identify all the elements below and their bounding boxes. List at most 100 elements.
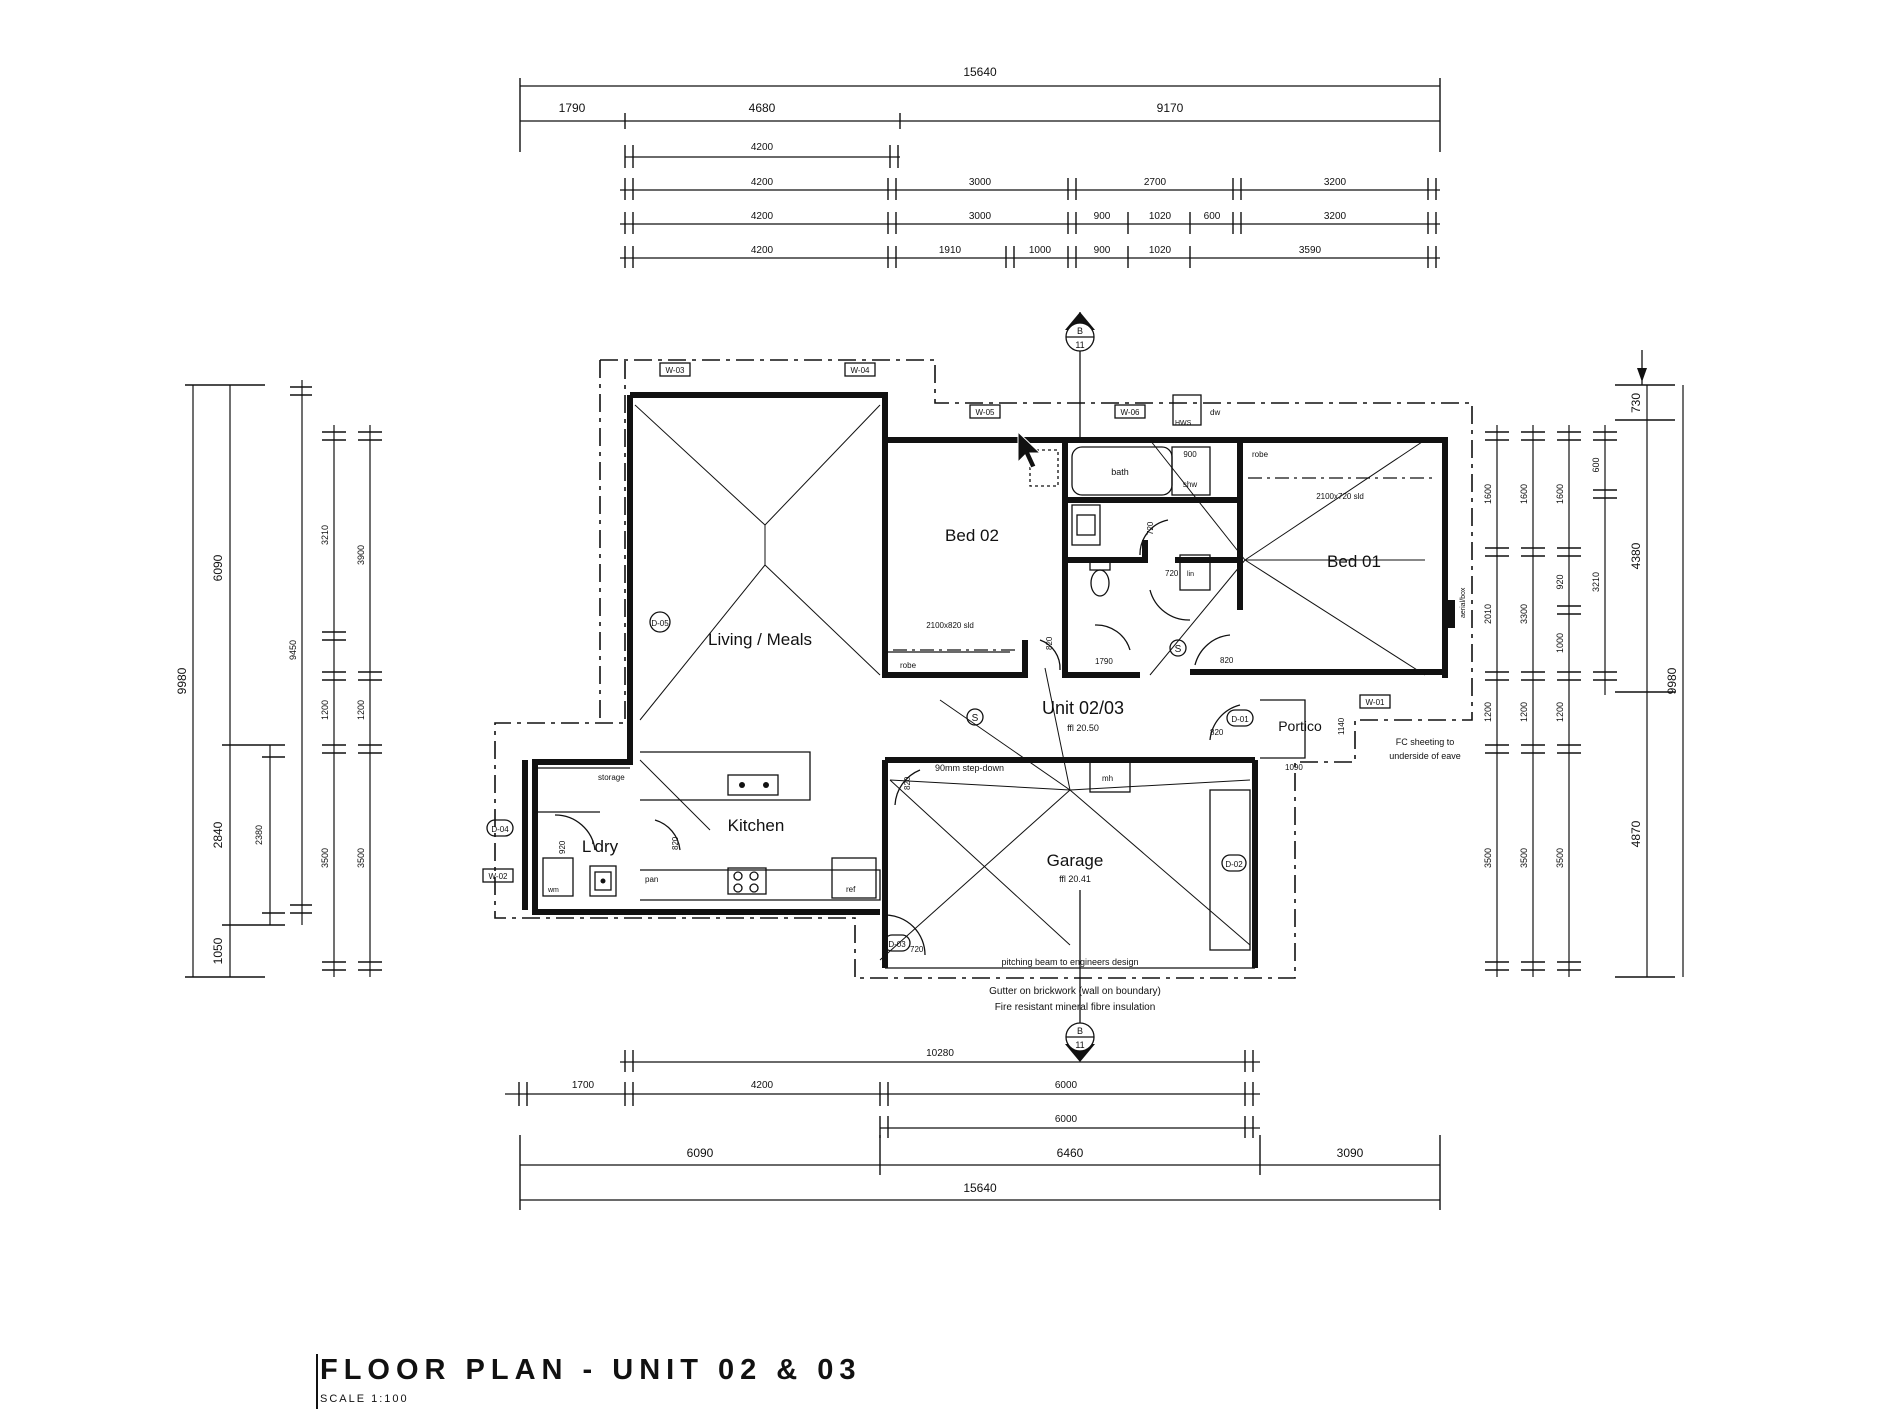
room-laundry: L'dry	[582, 837, 619, 856]
dim-bottom-r4-c: 3090	[1337, 1146, 1364, 1160]
dim-top-r4-a: 4200	[751, 211, 774, 222]
room-living: Living / Meals	[708, 630, 812, 649]
dim-top-r5-a: 4200	[751, 245, 774, 256]
dim-top-r4-c: 900	[1094, 211, 1111, 222]
washer-label: wm	[547, 887, 559, 894]
door-size-7: 820	[671, 836, 680, 850]
robe-bed01-size: 2100x720 sld	[1316, 492, 1364, 501]
pantry-label: pan	[645, 875, 658, 884]
dim-right-c4-a: 600	[1591, 457, 1601, 472]
dim-bottom-r2-a: 1700	[572, 1080, 595, 1091]
dim-top-r3-b: 3000	[969, 177, 992, 188]
dim-bottom-r2-c: 6000	[1055, 1080, 1078, 1091]
dim-top-r1-a: 1790	[559, 101, 586, 115]
smoke-detector-2: S	[1175, 644, 1182, 655]
window-tags: W-03 W-04 W-05 W-06 W-01 W-02 D-05 D-04 …	[482, 362, 1391, 952]
dim-bottom-r3: 6000	[1055, 1114, 1078, 1125]
mouse-cursor-icon	[1017, 430, 1042, 469]
door-size-labels: 820 720 720 820 820 720 820 1140 1090 82…	[558, 521, 1346, 954]
door-size-1: 820	[1045, 636, 1054, 650]
section-marker-bottom: B 11	[1065, 890, 1095, 1062]
robe-bed02-size: 2100x820 sld	[926, 621, 974, 630]
fixtures: bath shw 900 ref wm pan storage robe 210…	[542, 394, 1455, 951]
title-rule	[316, 1354, 318, 1409]
dim-right-c3-c: 1000	[1555, 633, 1565, 653]
dim-left-c2-c: 1050	[211, 937, 225, 964]
tag-w05: W-05	[976, 408, 996, 417]
dim-bottom-overall: 15640	[963, 1181, 997, 1195]
tag-w01: W-01	[1366, 698, 1386, 707]
room-garage-ffl: ffl 20.41	[1059, 874, 1091, 884]
section-bottom-letter: B	[1077, 1026, 1083, 1036]
dim-bottom-r4-a: 6090	[687, 1146, 714, 1160]
tag-w03: W-03	[666, 366, 686, 375]
dim-right-c3-e: 3500	[1555, 848, 1565, 868]
section-top-letter: B	[1077, 326, 1083, 336]
dim-right-c2-b: 3300	[1519, 604, 1529, 624]
dim-left-c5-b: 1200	[320, 700, 330, 720]
drawing-title: FLOOR PLAN - UNIT 02 & 03	[320, 1354, 862, 1386]
dim-top-overall: 15640	[963, 65, 997, 79]
door-size-10: 820	[903, 776, 912, 790]
dim-right-c1-d: 3500	[1483, 848, 1493, 868]
dim-top-r5-d: 900	[1094, 245, 1111, 256]
dim-shower: 900	[1183, 450, 1197, 459]
dim-right-c1-b: 2010	[1483, 604, 1493, 624]
shower-label: shw	[1183, 480, 1197, 489]
tag-w02: W-02	[489, 872, 509, 881]
robe-bed01-label: robe	[1252, 450, 1269, 459]
door-size-12: 920	[558, 840, 567, 854]
top-dimensions: 15640 1790 4680 9170 4200 4200 3000 2700…	[519, 65, 1441, 268]
bottom-dimensions: 10280 1700 4200 6000 6000 6090 6460 3090…	[505, 1048, 1441, 1210]
dim-left-c2-a: 6090	[211, 554, 225, 581]
roof-eave-outline	[494, 359, 1473, 979]
dim-top-r3-d: 3200	[1324, 177, 1347, 188]
tag-d04: D-04	[491, 825, 509, 834]
note-step-down: 90mm step-down	[935, 763, 1004, 773]
dim-left-c6-b: 1200	[356, 700, 366, 720]
smoke-detectors: S S	[966, 639, 1187, 726]
dim-right-c3-a: 1600	[1555, 484, 1565, 504]
dim-right-c2-d: 3500	[1519, 848, 1529, 868]
dim-top-r3-c: 2700	[1144, 177, 1167, 188]
fridge-label: ref	[846, 885, 856, 894]
dim-bottom-r2-b: 4200	[751, 1080, 774, 1091]
dim-left-overall: 9980	[175, 667, 189, 694]
left-dimensions: 9980 6090 2840 1050 2380 9450 3210 1200 …	[175, 380, 382, 978]
door-size-8: 1140	[1337, 717, 1346, 735]
room-unit: Unit 02/03	[1042, 698, 1124, 718]
room-bed02: Bed 02	[945, 526, 999, 545]
dim-right-c5-a: 730	[1629, 393, 1643, 413]
dw-label: dw	[1210, 408, 1220, 417]
note-gutter: Gutter on brickwork (wall on boundary)	[989, 986, 1161, 997]
section-bottom-sheet: 11	[1075, 1040, 1084, 1050]
dim-left-c5-a: 3210	[320, 525, 330, 545]
dim-top-r5-e: 1020	[1149, 245, 1172, 256]
dim-top-r5-f: 3590	[1299, 245, 1322, 256]
dim-top-r4-e: 600	[1204, 211, 1221, 222]
dim-top-r1-c: 9170	[1157, 101, 1184, 115]
tag-d03: D-03	[888, 940, 906, 949]
door-size-5: 820	[1210, 728, 1224, 737]
dim-right-c2-a: 1600	[1519, 484, 1529, 504]
dim-top-r4-d: 1020	[1149, 211, 1172, 222]
note-fc-sheeting: FC sheeting to	[1396, 737, 1455, 747]
dim-left-c6-a: 3900	[356, 545, 366, 565]
door-size-3: 720	[1165, 569, 1179, 578]
tag-w06: W-06	[1121, 408, 1141, 417]
dim-left-c4: 9450	[288, 640, 298, 660]
manhole-label: mh	[1102, 774, 1113, 783]
room-unit-ffl: ffl 20.50	[1067, 723, 1099, 733]
hws-label: HWS	[1175, 420, 1192, 427]
dim-right-c3-b: 920	[1555, 574, 1565, 589]
room-kitchen: Kitchen	[728, 816, 785, 835]
room-garage: Garage	[1047, 851, 1104, 870]
dim-top-r3-a: 4200	[751, 177, 774, 188]
tag-d01: D-01	[1231, 715, 1249, 724]
note-antenna: aerial/box	[1460, 587, 1467, 618]
dim-top-r5-c: 1000	[1029, 245, 1052, 256]
door-size-11: 1790	[1095, 657, 1113, 666]
walls	[522, 392, 1448, 969]
note-fire: Fire resistant mineral fibre insulation	[995, 1002, 1156, 1013]
